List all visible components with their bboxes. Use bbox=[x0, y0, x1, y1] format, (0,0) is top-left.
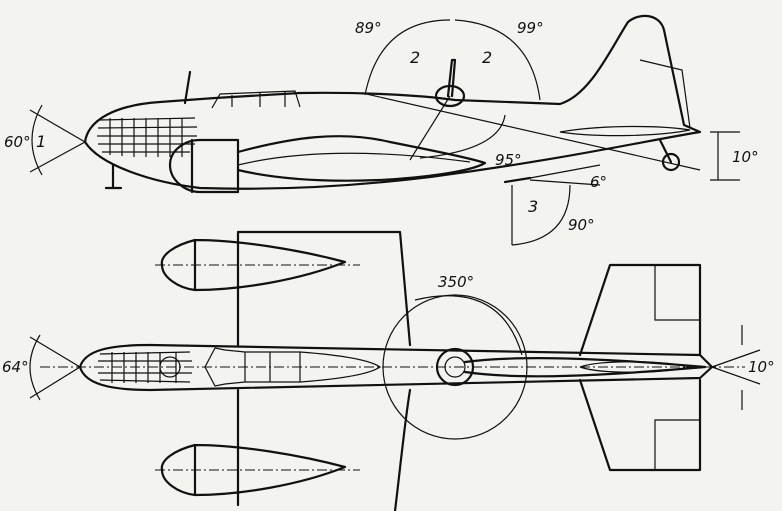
label-350: 350° bbox=[438, 273, 474, 291]
label-3: 3 bbox=[528, 197, 538, 216]
label-2-right: 2 bbox=[482, 48, 492, 67]
plan-nose-arc bbox=[29, 334, 82, 401]
label-60: 60° bbox=[4, 133, 31, 151]
label-10-side: 10° bbox=[732, 148, 759, 166]
side-dorsal-line-down bbox=[361, 92, 701, 171]
plan-canopy bbox=[299, 351, 382, 383]
side-wing-inner bbox=[237, 152, 471, 166]
side-rudder bbox=[639, 59, 691, 129]
plan-tail-upper bbox=[578, 263, 702, 357]
plan-turret-arc bbox=[414, 295, 523, 356]
side-dorsal-gun bbox=[446, 58, 457, 98]
label-10-plan: 10° bbox=[748, 358, 775, 376]
plan-turret-circle bbox=[382, 294, 528, 440]
side-wing bbox=[236, 135, 487, 182]
side-nose-gear bbox=[104, 163, 123, 190]
side-tail-plane bbox=[559, 125, 691, 137]
label-90: 90° bbox=[568, 216, 595, 234]
label-1: 1 bbox=[36, 132, 46, 151]
side-engine-nacelle bbox=[168, 138, 240, 194]
plan-tail-arc bbox=[711, 325, 761, 410]
side-dorsal-arc-left bbox=[364, 19, 451, 96]
side-belly-gun bbox=[503, 176, 532, 184]
plan-view-aircraft bbox=[29, 230, 761, 511]
plan-elevator-lines bbox=[654, 265, 700, 470]
side-tail-wheel-strut bbox=[658, 138, 673, 164]
plan-wing-upper bbox=[236, 230, 412, 347]
side-tail-arc bbox=[710, 131, 740, 181]
side-dorsal-arc-right bbox=[454, 19, 541, 101]
label-95: 95° bbox=[495, 151, 522, 169]
label-6: 6° bbox=[590, 173, 607, 191]
plan-turret-inner bbox=[444, 356, 466, 378]
side-canopy bbox=[211, 90, 301, 109]
plan-tail-fairing bbox=[579, 361, 691, 373]
side-view-aircraft bbox=[29, 14, 740, 246]
side-nose-glazing bbox=[97, 117, 198, 157]
plan-turret-gun bbox=[463, 357, 707, 378]
side-antenna bbox=[183, 70, 192, 105]
label-2-left: 2 bbox=[410, 48, 420, 67]
side-belly-arc bbox=[511, 164, 601, 246]
label-89: 89° bbox=[355, 19, 382, 37]
side-fuselage bbox=[83, 14, 702, 190]
plan-tail-lower bbox=[578, 378, 702, 472]
side-nose-arc bbox=[29, 104, 87, 176]
plan-turret bbox=[435, 347, 475, 387]
side-lower-arc bbox=[419, 114, 506, 159]
label-99: 99° bbox=[517, 19, 544, 37]
label-64: 64° bbox=[2, 358, 29, 376]
